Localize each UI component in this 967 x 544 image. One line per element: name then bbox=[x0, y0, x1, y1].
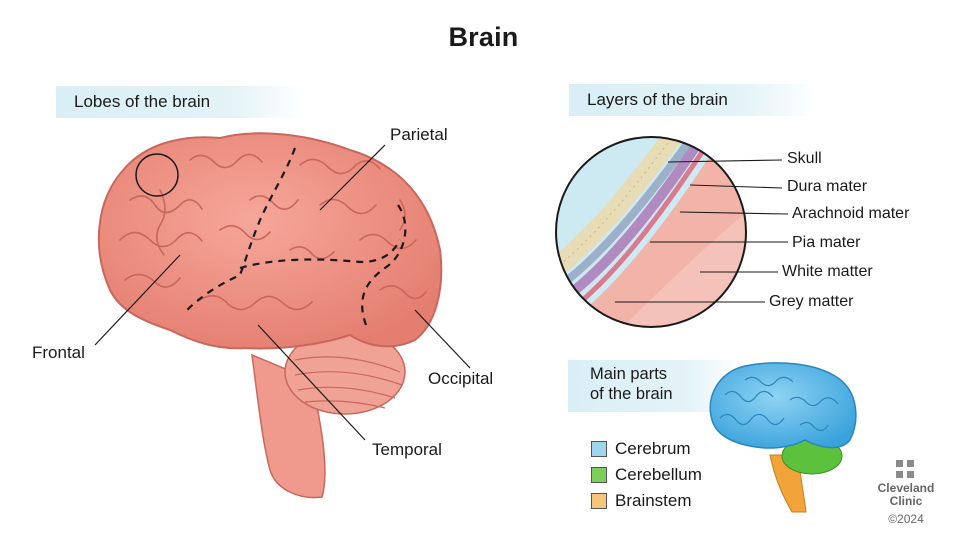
mini-cerebrum bbox=[709, 362, 857, 449]
main-parts-heading-line1: Main parts bbox=[590, 365, 668, 383]
layers-zoom-circle bbox=[555, 136, 789, 328]
cleveland-clinic-logo-icon bbox=[896, 460, 914, 478]
label-occipital: Occipital bbox=[428, 369, 494, 388]
main-parts-brain-illustration bbox=[709, 362, 857, 513]
page-title: Brain bbox=[448, 22, 519, 52]
label-frontal: Frontal bbox=[32, 343, 85, 362]
parts-legend: Cerebrum Cerebellum Brainstem bbox=[591, 436, 702, 514]
legend-swatch-brainstem bbox=[591, 493, 607, 509]
lobes-heading: Lobes of the brain bbox=[56, 86, 304, 118]
legend-label-cerebellum: Cerebellum bbox=[615, 465, 702, 484]
legend-item-brainstem: Brainstem bbox=[591, 488, 702, 514]
legend-swatch-cerebrum bbox=[591, 441, 607, 457]
credit-name: Cleveland Clinic bbox=[876, 482, 936, 508]
legend-item-cerebellum: Cerebellum bbox=[591, 462, 702, 488]
legend-item-cerebrum: Cerebrum bbox=[591, 436, 702, 462]
label-temporal: Temporal bbox=[372, 440, 442, 459]
label-pia-mater: Pia mater bbox=[792, 234, 861, 251]
credit-copyright: ©2024 bbox=[888, 512, 924, 526]
legend-swatch-cerebellum bbox=[591, 467, 607, 483]
layers-heading: Layers of the brain bbox=[569, 84, 817, 116]
highlight-circle bbox=[135, 153, 179, 197]
layers-circle-outline bbox=[555, 136, 747, 328]
main-parts-heading: Main parts of the brain bbox=[568, 360, 740, 412]
legend-label-cerebrum: Cerebrum bbox=[615, 439, 691, 458]
label-white-matter: White matter bbox=[782, 263, 873, 280]
label-arachnoid-mater: Arachnoid mater bbox=[792, 205, 910, 222]
legend-label-brainstem: Brainstem bbox=[615, 491, 692, 510]
label-grey-matter: Grey matter bbox=[769, 293, 854, 310]
label-skull: Skull bbox=[787, 150, 822, 167]
cerebrum bbox=[97, 132, 443, 350]
lobes-brain-illustration bbox=[94, 132, 471, 499]
label-parietal: Parietal bbox=[390, 125, 448, 144]
credit-line1: Cleveland bbox=[877, 481, 935, 495]
label-dura-mater: Dura mater bbox=[787, 178, 868, 195]
main-parts-heading-line2: of the brain bbox=[590, 385, 673, 403]
credit-line2: Clinic bbox=[889, 494, 923, 508]
